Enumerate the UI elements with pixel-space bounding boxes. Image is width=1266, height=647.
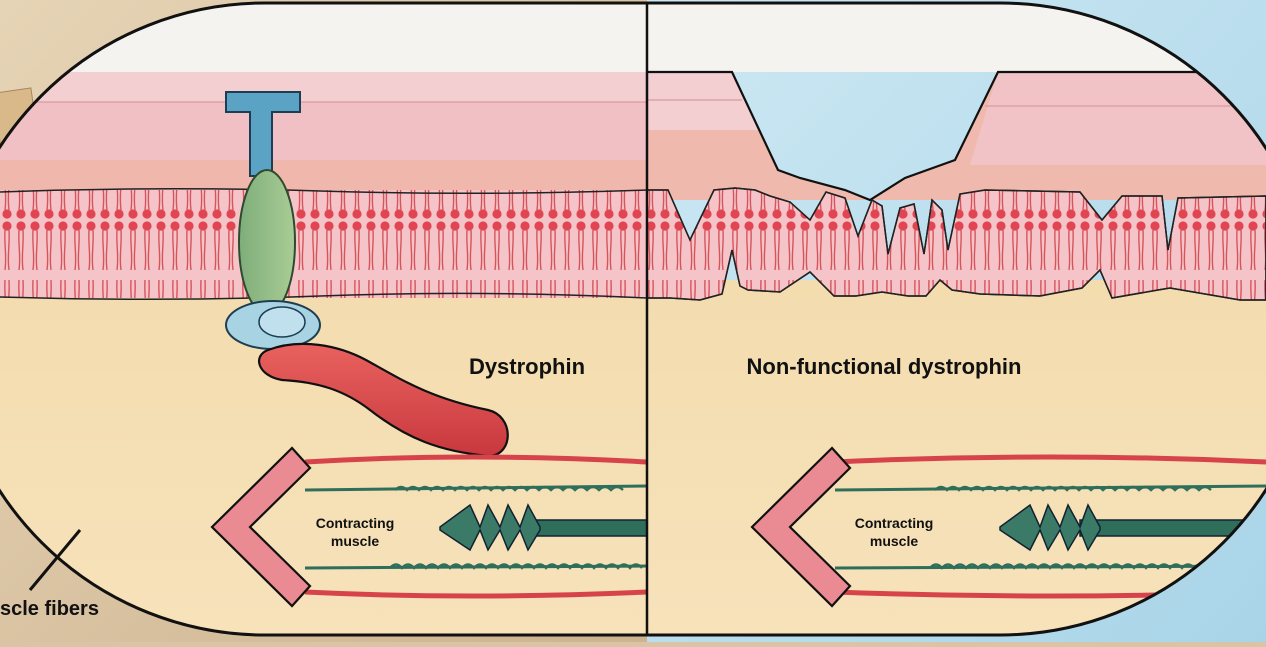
- label-contracting-right-1: Contracting: [855, 515, 934, 531]
- label-muscle-fibers: scle fibers: [0, 598, 99, 620]
- label-contracting-right-2: muscle: [870, 533, 918, 549]
- label-contracting-left-1: Contracting: [316, 515, 395, 531]
- label-dystrophin: Dystrophin: [469, 354, 585, 379]
- outer-layer-left: [0, 72, 647, 102]
- myosin-rod-left: [530, 520, 647, 536]
- label-contracting-left-2: muscle: [331, 533, 379, 549]
- lipid-bilayer-left: [0, 190, 647, 298]
- transmembrane-protein: [239, 170, 295, 314]
- label-nonfunctional-dystrophin: Non-functional dystrophin: [747, 354, 1022, 379]
